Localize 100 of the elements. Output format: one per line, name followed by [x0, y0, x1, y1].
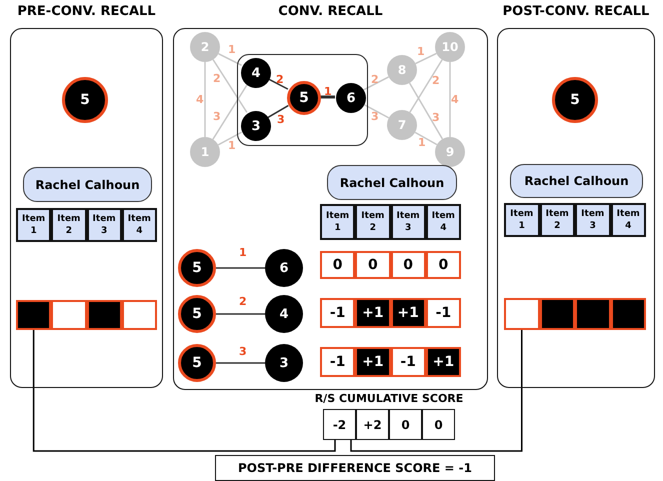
speaker-name-tag: Rachel Calhoun	[327, 165, 457, 200]
network-link	[218, 53, 242, 66]
edge-label: 1	[418, 136, 426, 149]
score-cell: +1	[426, 347, 461, 377]
participant-node: 5	[178, 249, 216, 287]
recall-cell	[504, 298, 540, 330]
connector-line	[32, 330, 336, 452]
subnetwork-frame	[237, 54, 368, 146]
edge-label: 3	[239, 345, 247, 358]
network-link	[449, 62, 451, 137]
item-header-cell: Item 3	[390, 204, 426, 240]
network-node: 1	[190, 137, 220, 167]
partner-node: 4	[265, 295, 303, 333]
network-link	[212, 59, 248, 113]
edge-label: 1	[228, 139, 236, 152]
score-cell: 0	[426, 251, 461, 279]
item-header-cell: Item 1	[16, 208, 52, 242]
cumulative-score-cell: 0	[389, 409, 422, 440]
edge-label: 4	[196, 93, 204, 106]
edge-label: 3	[371, 110, 379, 123]
participant-node: 5	[552, 77, 598, 123]
edge-label: 1	[324, 85, 332, 98]
network-link	[362, 76, 390, 91]
partner-node: 3	[265, 344, 303, 382]
network-node: 8	[387, 55, 417, 85]
network-link	[268, 104, 289, 118]
item-header-cell: Item 2	[355, 204, 390, 240]
network-node: 3	[241, 111, 271, 141]
score-cell: +1	[355, 347, 390, 377]
recall-cell	[540, 298, 575, 330]
network-node: 7	[387, 110, 417, 140]
edge-label: 2	[371, 73, 379, 86]
edge-label: 2	[432, 74, 440, 87]
edge-label: 2	[239, 295, 247, 308]
network-link	[320, 96, 335, 98]
participant-node: 5	[178, 295, 216, 333]
partner-node: 6	[265, 249, 303, 287]
speaker-name-tag: Rachel Calhoun	[510, 164, 643, 198]
panel-heading: PRE-CONV. RECALL	[16, 4, 157, 21]
score-cell: 0	[390, 251, 426, 279]
item-header-cell: Item 2	[540, 203, 575, 237]
cumulative-score-cell: -2	[323, 409, 356, 440]
network-link	[409, 59, 443, 113]
recall-cell	[51, 300, 86, 330]
difference-score-box: POST-PRE DIFFERENCE SCORE = -1	[215, 455, 495, 481]
edge-label: 2	[276, 73, 284, 86]
score-cell: 0	[355, 251, 390, 279]
edge-label: 3	[432, 111, 440, 124]
network-link	[216, 313, 265, 315]
edge-label: 2	[213, 72, 221, 85]
connector-line	[350, 330, 522, 452]
item-header-cell: Item 3	[86, 208, 122, 242]
item-header-cell: Item 3	[575, 203, 610, 237]
recall-cell	[122, 300, 157, 330]
recall-cell	[86, 300, 122, 330]
edge-label: 3	[213, 110, 221, 123]
network-link	[216, 267, 265, 269]
edge-label: 4	[451, 93, 459, 106]
network-link	[212, 84, 248, 140]
network-link	[415, 52, 437, 64]
panel-heading: POST-CONV. RECALL	[502, 4, 650, 21]
participant-node: 5	[178, 344, 216, 382]
cumulative-score-cell: +2	[356, 409, 389, 440]
recall-cell	[575, 298, 610, 330]
recall-cell	[610, 298, 646, 330]
score-cell: 0	[320, 251, 356, 279]
network-link	[414, 132, 438, 146]
network-node: 4	[241, 58, 271, 88]
network-node: 2	[190, 32, 220, 62]
item-header-cell: Item 1	[320, 204, 356, 240]
network-node: 10	[435, 32, 465, 62]
network-node: 9	[435, 137, 465, 167]
panel-heading: CONV. RECALL	[277, 4, 384, 21]
score-cell: +1	[390, 298, 426, 328]
score-cell: -1	[320, 347, 356, 377]
network-link	[362, 103, 390, 119]
network-link	[408, 82, 444, 140]
recall-cell	[16, 300, 52, 330]
edge-label: 3	[277, 113, 285, 126]
score-cell: +1	[355, 298, 390, 328]
participant-node: 5	[287, 81, 321, 115]
network-node: 6	[336, 83, 366, 113]
network-link	[204, 62, 206, 137]
edge-label: 1	[417, 45, 425, 58]
score-cell: -1	[426, 298, 461, 328]
speaker-name-tag: Rachel Calhoun	[23, 167, 152, 202]
score-cell: -1	[320, 298, 356, 328]
item-header-cell: Item 4	[426, 204, 461, 240]
score-cell: -1	[390, 347, 426, 377]
edge-label: 1	[239, 246, 247, 259]
network-link	[216, 362, 265, 364]
item-header-cell: Item 1	[504, 203, 540, 237]
cumulative-score-cell: 0	[422, 409, 455, 440]
network-link	[268, 78, 288, 90]
item-header-cell: Item 4	[610, 203, 646, 237]
edge-label: 1	[228, 43, 236, 56]
network-link	[218, 131, 242, 146]
item-header-cell: Item 4	[122, 208, 157, 242]
participant-node: 5	[62, 77, 108, 123]
section-label: R/S CUMULATIVE SCORE	[314, 392, 464, 405]
